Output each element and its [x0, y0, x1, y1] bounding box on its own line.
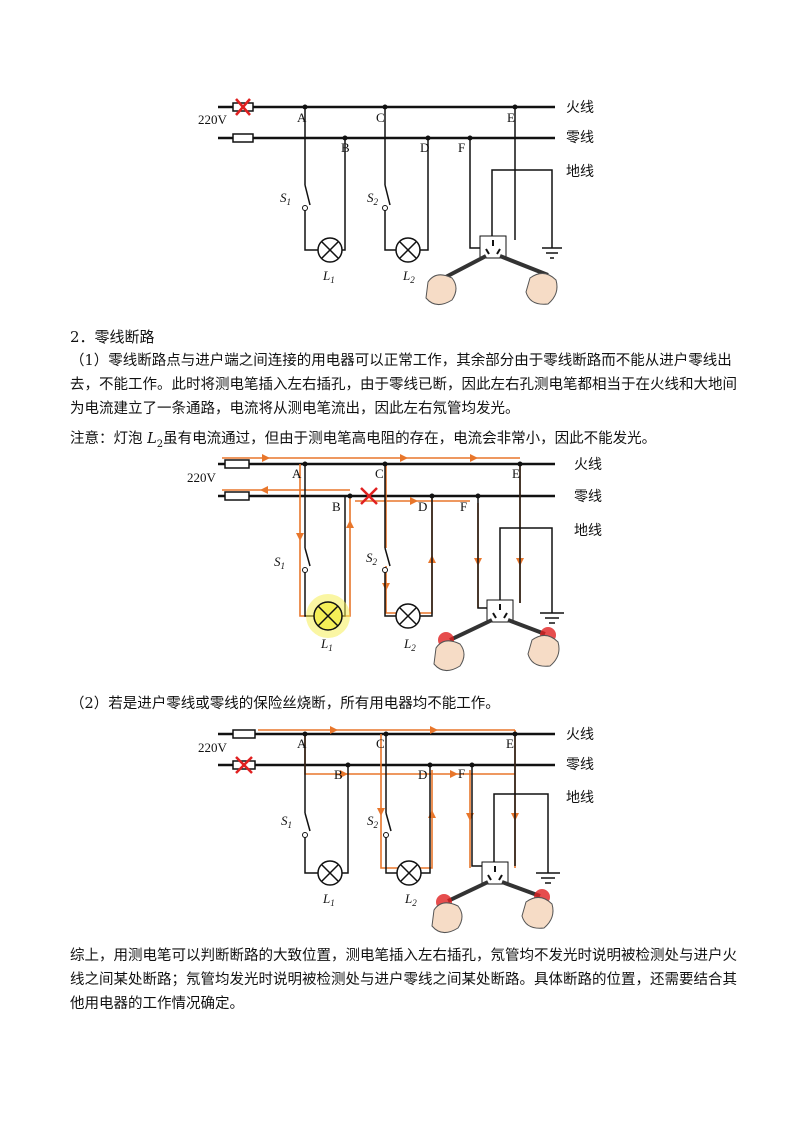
note-paragraph: 注意：灯泡 L2虽有电流通过，但由于测电笔高电阻的存在，电流会非常小，因此不能发…	[70, 431, 657, 450]
node-d-label: D	[420, 140, 429, 155]
node-f-label: F	[458, 766, 465, 781]
node-e-label: E	[506, 736, 514, 751]
svg-text:L1: L1	[320, 636, 333, 653]
node-c-label: C	[375, 466, 384, 481]
test-pen-right-icon	[499, 254, 558, 305]
svg-text:L2: L2	[402, 268, 415, 285]
node-c-label: C	[376, 736, 385, 751]
summary-paragraph: 综上，用测电笔可以判断断路的大致位置，测电笔插入左右插孔，氖管均不发光时说明被检…	[70, 948, 737, 1012]
lamp-l1-icon	[317, 237, 343, 263]
lamp-l2-icon	[395, 237, 421, 263]
lamp-l1-glowing-icon	[306, 594, 350, 638]
ground-wire-label: 地线	[566, 790, 594, 806]
test-pen-right-glowing-icon	[501, 880, 554, 929]
node-c-label: C	[376, 110, 385, 125]
svg-text:L2: L2	[403, 636, 416, 653]
svg-text:S1: S1	[280, 190, 291, 207]
ground-wire-label: 地线	[566, 164, 594, 180]
lamp-l2-icon	[395, 603, 421, 629]
node-b-label: B	[332, 499, 341, 514]
circuit-diagram-2: 220V 火线 零线 地线 A B C D E	[187, 454, 602, 671]
live-wire-label: 火线	[566, 100, 594, 116]
section-heading: 2．零线断路	[70, 328, 155, 346]
circuit-diagram-3: 220V 火线 零线 地线 A B C D E F S1 S2 L1 L2	[198, 726, 594, 933]
voltage-label: 220V	[198, 112, 228, 127]
socket-icon	[479, 235, 507, 259]
node-f-label: F	[460, 499, 467, 514]
ground-wire-label: 地线	[574, 523, 602, 539]
test-pen-left-icon	[425, 254, 487, 305]
node-a-label: A	[297, 736, 307, 751]
neutral-wire-label: 零线	[574, 489, 602, 505]
live-wire-label: 火线	[574, 457, 602, 473]
paragraph-2: （2）若是进户零线或零线的保险丝烧断，所有用电器均不能工作。	[70, 696, 500, 712]
node-a-label: A	[292, 466, 302, 481]
node-d-label: D	[418, 499, 427, 514]
svg-text:S1: S1	[281, 813, 292, 830]
test-pen-right-glowing-icon	[507, 618, 560, 667]
test-pen-left-glowing-icon	[433, 618, 493, 671]
break-mark-icon	[360, 487, 378, 505]
node-f-label: F	[458, 140, 465, 155]
break-mark-icon	[235, 98, 251, 116]
svg-text:L1: L1	[322, 268, 335, 285]
voltage-label: 220V	[198, 740, 228, 755]
socket-icon	[481, 861, 509, 885]
neutral-wire-label: 零线	[566, 130, 594, 146]
svg-text:L2: L2	[404, 891, 417, 908]
neutral-wire-label: 零线	[566, 757, 594, 773]
break-mark-icon	[235, 756, 253, 774]
paragraph-1: （1）零线断路点与进户端之间连接的用电器可以正常工作，其余部分由于零线断路而不能…	[70, 353, 737, 417]
svg-text:S2: S2	[366, 550, 378, 567]
node-b-label: B	[334, 767, 343, 782]
live-wire-label: 火线	[566, 727, 594, 743]
node-a-label: A	[297, 110, 307, 125]
lamp-l2-icon	[396, 860, 422, 886]
svg-text:L1: L1	[322, 891, 335, 908]
svg-text:S2: S2	[367, 190, 379, 207]
node-e-label: E	[507, 110, 515, 125]
socket-icon	[486, 599, 514, 623]
node-e-label: E	[512, 466, 520, 481]
circuit-diagram-1: 220V 火线 零线 地线 A B C D E F S1 S2 L1 L2	[198, 98, 594, 305]
lamp-l1-icon	[317, 860, 343, 886]
voltage-label: 220V	[187, 470, 217, 485]
svg-text:S1: S1	[274, 554, 285, 571]
test-pen-left-glowing-icon	[431, 880, 489, 933]
svg-text:S2: S2	[367, 813, 379, 830]
node-d-label: D	[418, 767, 427, 782]
